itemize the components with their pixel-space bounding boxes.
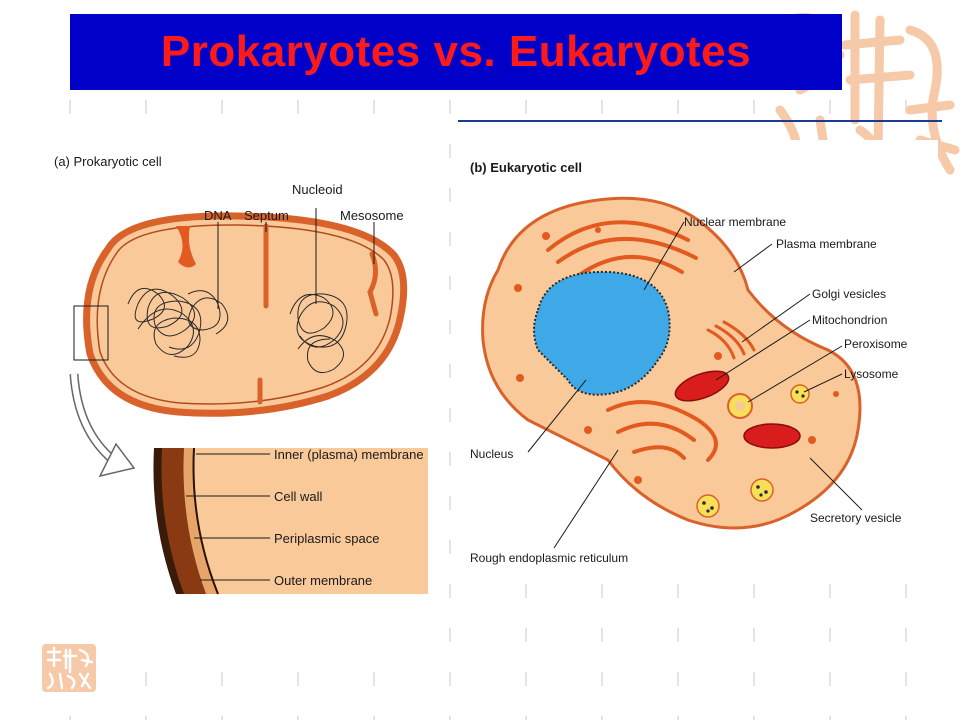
- label-nucleoid: Nucleoid: [292, 182, 343, 197]
- eukaryotic-diagram: (b) Eukaryotic cell: [470, 160, 908, 565]
- mesosome-right: [367, 251, 379, 317]
- slide-title: Prokaryotes vs. Eukaryotes: [160, 27, 752, 76]
- zoom-arrow-head: [98, 442, 136, 478]
- label-rough-er: Rough endoplasmic reticulum: [470, 551, 628, 565]
- label-nuclear-membrane: Nuclear membrane: [684, 215, 786, 229]
- eukaryotic-panel-label: (b) Eukaryotic cell: [470, 160, 582, 175]
- prokaryotic-diagram: (a) Prokaryotic cell DNA Septum Nucleoid…: [54, 154, 428, 595]
- label-lysosome: Lysosome: [844, 367, 899, 381]
- label-cell-wall: Cell wall: [274, 489, 323, 504]
- label-inner-membrane: Inner (plasma) membrane: [274, 447, 424, 462]
- label-plasma-membrane: Plasma membrane: [776, 237, 877, 251]
- zoom-box: [73, 305, 109, 361]
- seal-logo-small: [42, 644, 96, 692]
- label-septum: Septum: [244, 208, 289, 223]
- lysosomes: [696, 384, 810, 518]
- prokaryotic-cell-wall: [83, 212, 408, 417]
- nucleus: [533, 270, 671, 396]
- mitochondrion-1: [674, 370, 730, 402]
- prokaryotic-panel: (a) Prokaryotic cell DNA Septum Nucleoid…: [38, 114, 446, 644]
- dna-coil-right: [289, 293, 348, 374]
- title-banner: Prokaryotes vs. Eukaryotes: [70, 14, 842, 90]
- divider-line: [458, 120, 942, 122]
- mesosome-left: [176, 226, 196, 268]
- label-secretory-vesicle: Secretory vesicle: [810, 511, 902, 525]
- label-dna: DNA: [204, 208, 232, 223]
- label-outer-membrane: Outer membrane: [274, 573, 372, 588]
- envelope-cell-wall: [161, 448, 206, 594]
- envelope-inner-membrane: [193, 448, 428, 594]
- envelope-periplasm: [183, 448, 218, 594]
- label-mitochondrion: Mitochondrion: [812, 313, 887, 327]
- label-golgi-vesicles: Golgi vesicles: [812, 287, 886, 301]
- prokaryotic-panel-label: (a) Prokaryotic cell: [54, 154, 162, 169]
- label-mesosome: Mesosome: [340, 208, 404, 223]
- golgi-apparatus: [706, 320, 756, 360]
- eukaryotic-panel: (b) Eukaryotic cell: [458, 140, 938, 580]
- vesicles: [514, 227, 839, 484]
- prokaryotic-inner-membrane: [96, 224, 394, 405]
- label-periplasmic-space: Periplasmic space: [274, 531, 380, 546]
- rough-er: [546, 220, 718, 462]
- label-peroxisome: Peroxisome: [844, 337, 908, 351]
- mitochondrion-2: [743, 423, 801, 449]
- dna-coil-left: [127, 287, 229, 358]
- label-nucleus: Nucleus: [470, 447, 513, 461]
